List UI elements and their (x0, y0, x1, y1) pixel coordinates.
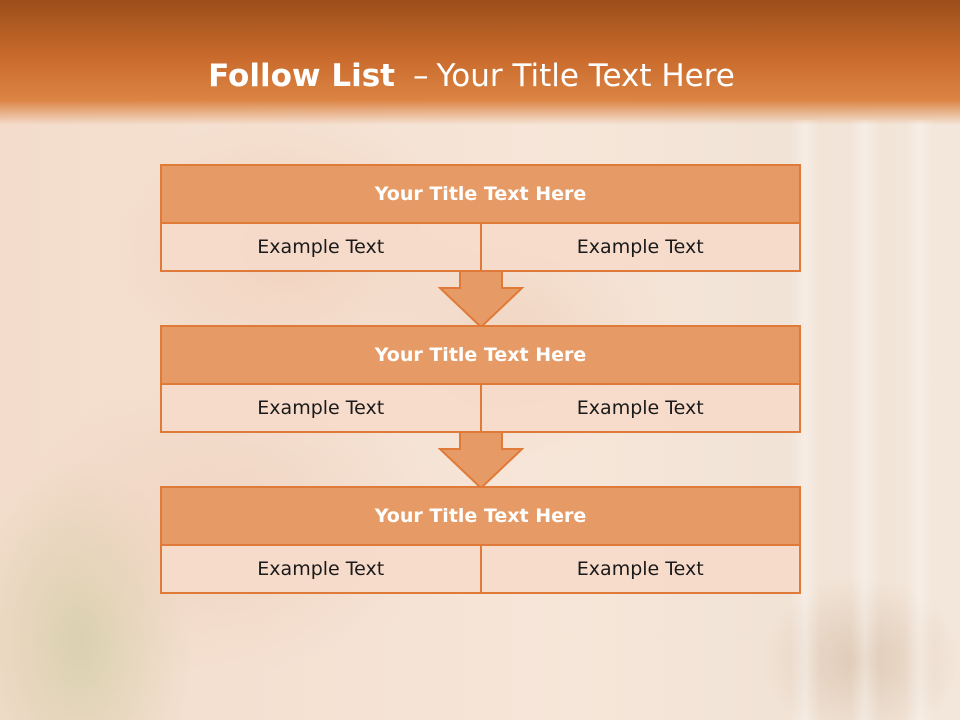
block-cell-right: Example Text (479, 546, 799, 592)
title-separator: – (412, 58, 429, 94)
block-row: Example Text Example Text (162, 224, 799, 270)
block-title: Your Title Text Here (162, 327, 799, 385)
background-curtain-stripe (905, 120, 935, 720)
flow-block-2: Your Title Text Here Example Text Exampl… (160, 325, 801, 433)
block-row: Example Text Example Text (162, 546, 799, 592)
title-bold-text: Follow List (208, 58, 395, 94)
title-rest-text: Your Title Text Here (436, 58, 735, 94)
block-cell-left: Example Text (162, 385, 480, 431)
background-curtain-stripe (850, 120, 880, 720)
block-cell-left: Example Text (162, 546, 480, 592)
flow-block-1: Your Title Text Here Example Text Exampl… (160, 164, 801, 272)
block-cell-right: Example Text (479, 385, 799, 431)
slide-title: Follow List–Your Title Text Here (0, 54, 943, 98)
block-title: Your Title Text Here (162, 166, 799, 224)
down-arrow-icon (438, 431, 524, 490)
block-cell-left: Example Text (162, 224, 480, 270)
block-row: Example Text Example Text (162, 385, 799, 431)
down-arrow-icon (438, 270, 524, 329)
header-band (0, 0, 960, 125)
flow-block-3: Your Title Text Here Example Text Exampl… (160, 486, 801, 594)
block-cell-right: Example Text (479, 224, 799, 270)
block-title: Your Title Text Here (162, 488, 799, 546)
